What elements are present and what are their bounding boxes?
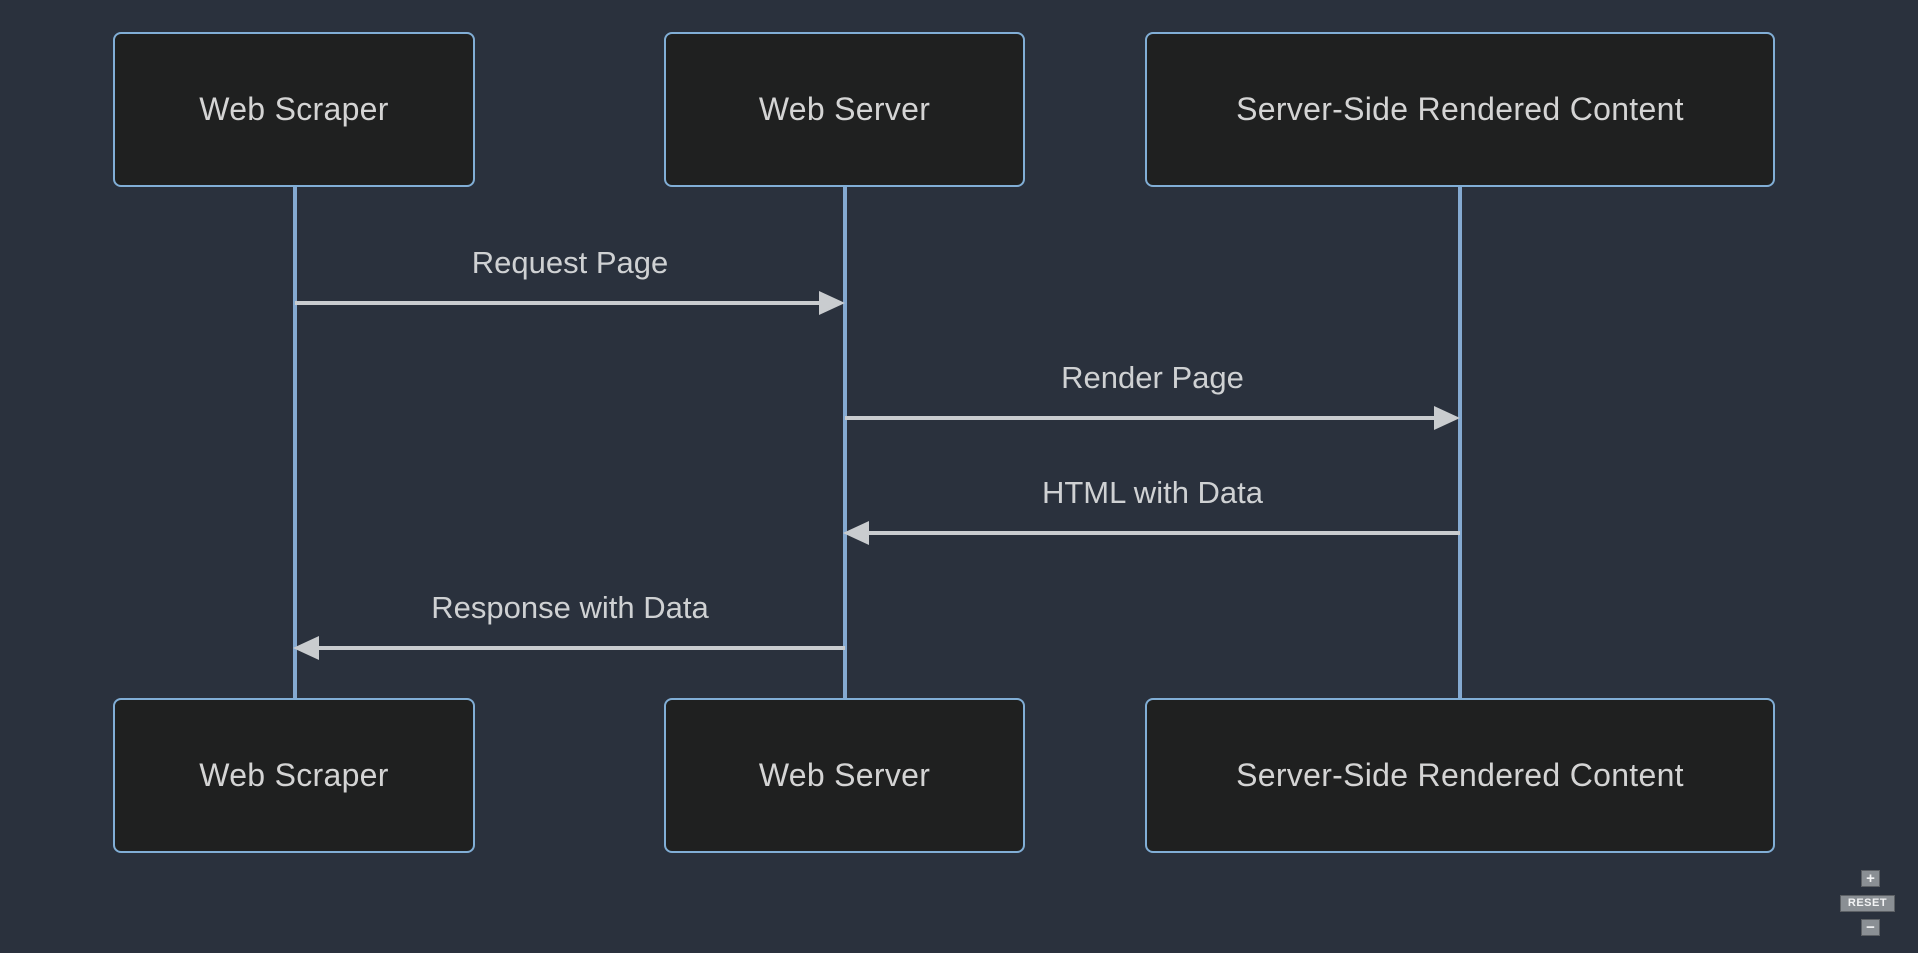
actor-box-web-scraper-bottom: Web Scraper [113, 698, 475, 853]
zoom-reset-button[interactable]: RESET [1840, 895, 1895, 912]
actor-label: Web Scraper [199, 91, 389, 127]
message-line-response-with-data [319, 646, 845, 650]
actor-box-ssr-content-top: Server-Side Rendered Content [1145, 32, 1775, 187]
lifeline-web-server [843, 187, 847, 699]
arrowhead-left-icon [843, 521, 869, 545]
actor-box-web-server-bottom: Web Server [664, 698, 1025, 853]
message-label-render-page: Render Page [1061, 360, 1244, 395]
actor-box-web-server-top: Web Server [664, 32, 1025, 187]
lifeline-ssr-content [1458, 187, 1462, 699]
message-line-request-page [295, 301, 821, 305]
actor-label: Web Server [758, 91, 931, 127]
message-label-response-with-data: Response with Data [431, 590, 709, 625]
arrowhead-right-icon [1434, 406, 1460, 430]
message-line-html-with-data [869, 531, 1460, 535]
lifeline-web-scraper [293, 187, 297, 699]
arrowhead-left-icon [293, 636, 319, 660]
actor-label: Web Server [758, 757, 931, 793]
actor-label: Server-Side Rendered Content [1236, 757, 1684, 793]
actor-box-ssr-content-bottom: Server-Side Rendered Content [1145, 698, 1775, 853]
actor-label: Server-Side Rendered Content [1236, 91, 1684, 127]
actor-label: Web Scraper [199, 757, 389, 793]
message-label-html-with-data: HTML with Data [1041, 475, 1264, 510]
message-label-request-page: Request Page [471, 245, 669, 280]
arrowhead-right-icon [819, 291, 845, 315]
message-line-render-page [845, 416, 1436, 420]
actor-box-web-scraper-top: Web Scraper [113, 32, 475, 187]
zoom-out-button[interactable]: − [1861, 919, 1880, 936]
zoom-in-button[interactable]: + [1861, 870, 1880, 887]
